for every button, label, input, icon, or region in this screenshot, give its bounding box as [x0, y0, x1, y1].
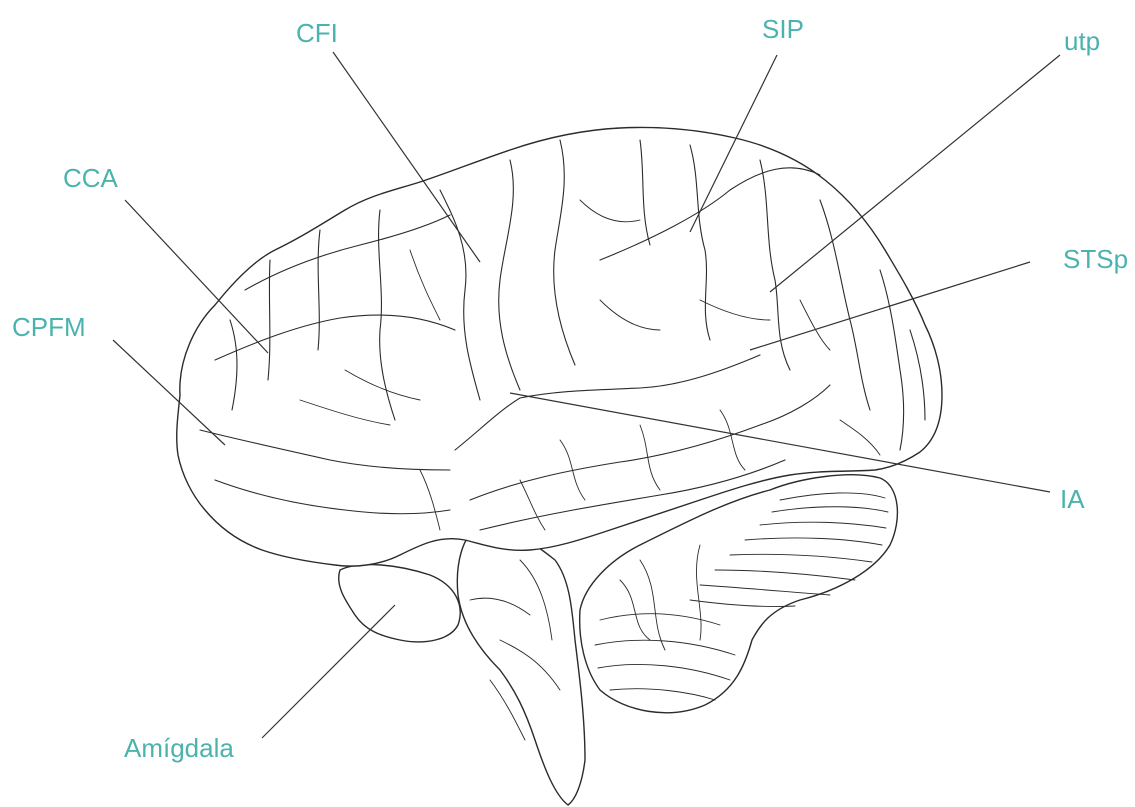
label-cpfm: CPFM	[12, 312, 86, 342]
label-amigdala: Amígdala	[124, 733, 234, 763]
brain-illustration	[177, 127, 942, 805]
leader-amigdala	[262, 605, 395, 738]
label-cfi: CFI	[296, 18, 338, 48]
brainstem	[457, 524, 585, 805]
label-stsp: STSp	[1063, 244, 1128, 274]
label-utp: utp	[1064, 26, 1100, 56]
label-ia: IA	[1060, 484, 1085, 514]
label-cca: CCA	[63, 163, 119, 193]
temporal-lobe-inferior	[339, 565, 461, 642]
label-sip: SIP	[762, 14, 804, 44]
